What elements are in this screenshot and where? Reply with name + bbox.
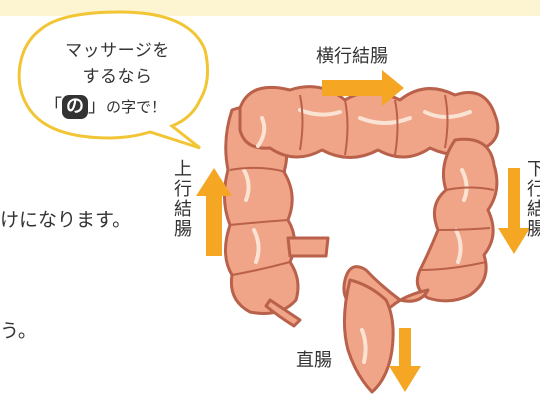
bracket-open: 「 [44, 96, 62, 117]
bracket-close: 」 [88, 96, 106, 117]
descending-char-4: 腸 [527, 219, 540, 240]
label-ascending-colon: 上 行 結 腸 [173, 160, 193, 240]
descending-char-2: 行 [527, 179, 540, 200]
descending-char-3: 結 [527, 199, 540, 220]
ascending-char-4: 腸 [174, 219, 192, 240]
bubble-line-2: するなら [82, 67, 153, 87]
label-transverse-colon: 横行結腸 [316, 46, 388, 67]
arrow-right-icon [322, 70, 404, 106]
ascending-char-2: 行 [174, 179, 192, 200]
body-text-line-1: けになります。 [0, 209, 132, 231]
descending-char-1: 下 [527, 159, 540, 180]
label-rectum: 直腸 [296, 350, 332, 371]
ascending-char-3: 結 [174, 199, 192, 220]
arrow-down-rectum-icon [389, 328, 421, 392]
label-descending-colon: 下 行 結 腸 [526, 160, 540, 240]
ascending-char-1: 上 [174, 159, 192, 180]
arrow-down-icon [498, 168, 530, 254]
no-character-badge: の [62, 95, 88, 119]
bubble-line-1: マッサージを [65, 41, 170, 61]
bubble-line-3-tail: の字で！ [106, 98, 167, 116]
body-text-line-2: う。 [0, 320, 37, 342]
bubble-line-3: 「の」の字で！ [44, 92, 166, 119]
arrow-up-icon [196, 168, 232, 256]
